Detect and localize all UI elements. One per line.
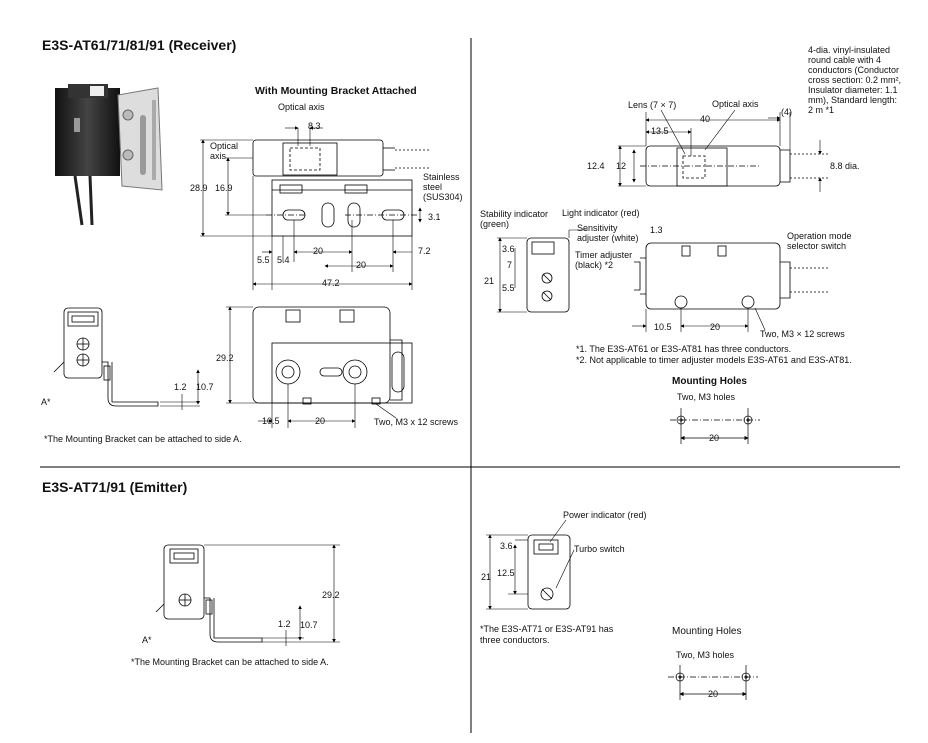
emitter-mounting-holes-dim: 20 — [708, 689, 719, 699]
dim-10-5: 10.5 — [262, 416, 280, 426]
product-photo — [55, 84, 163, 226]
screws-label-r: Two, M3 × 12 screws — [760, 329, 845, 339]
dim-12-5-e: 12.5 — [497, 568, 515, 578]
receiver-body-top-view — [640, 145, 830, 187]
mounting-holes-dim: 20 — [709, 433, 720, 443]
mounting-holes-title: Mounting Holes — [672, 376, 747, 387]
dim-1-3: 1.3 — [650, 225, 663, 235]
turbo-switch-label: Turbo switch — [574, 544, 625, 554]
dim-29-2: 29.2 — [216, 353, 234, 363]
dim-8-3: 8.3 — [308, 121, 321, 131]
receiver-note-2: *2. Not applicable to timer adjuster mod… — [576, 355, 852, 365]
dim-16-9: 16.9 — [215, 183, 233, 193]
dim-10-5-r: 10.5 — [654, 322, 672, 332]
stability-label: Stability indicator (green) — [480, 209, 549, 229]
emitter-title: E3S-AT71/91 (Emitter) — [42, 479, 188, 495]
dim-7: 7 — [507, 260, 513, 270]
screws-label: Two, M3 x 12 screws — [374, 417, 459, 427]
dim-3-6: 3.6 — [502, 244, 515, 254]
operation-mode-label: Operation mode selector switch — [787, 231, 852, 251]
dim-5-5: 5.5 — [257, 255, 270, 265]
dim-47-2: 47.2 — [322, 278, 340, 288]
dim-20-b: 20 — [356, 260, 367, 270]
dim-10-7: 10.7 — [196, 382, 214, 392]
optical-axis-label: Optical axis — [278, 102, 325, 112]
timer-label: Timer adjuster (black) *2 — [575, 250, 633, 270]
dim-29-2-e: 29.2 — [322, 590, 340, 600]
dim-4: (4) — [781, 107, 792, 117]
power-indicator-label: Power indicator (red) — [563, 510, 647, 520]
dim-1-2-e: 1.2 — [278, 619, 291, 629]
dim-13-5: 13.5 — [651, 126, 669, 136]
dim-8-8: 8.8 dia. — [830, 161, 860, 171]
a-star-label: A* — [41, 397, 51, 407]
emitter-footnote: *The Mounting Bracket can be attached to… — [131, 657, 329, 667]
receiver-bracket-front-view — [252, 306, 413, 405]
emitter-note: *The E3S-AT71 or E3S-AT91 has three cond… — [480, 624, 614, 645]
dim-20-c: 20 — [315, 416, 326, 426]
dim-5-4: 5.4 — [277, 255, 290, 265]
dim-40: 40 — [700, 114, 711, 124]
emitter-bracket-side-view — [155, 544, 263, 643]
dim-12-4: 12.4 — [587, 161, 605, 171]
optical-axis-right: Optical axis — [712, 99, 759, 109]
receiver-note-1: *1. The E3S-AT61 or E3S-AT81 has three c… — [576, 344, 792, 354]
bracket-heading: With Mounting Bracket Attached — [255, 85, 417, 97]
cable-note: 4-dia. vinyl-insulated round cable with … — [808, 45, 902, 115]
stainless-label: Stainless steel (SUS304) — [423, 172, 463, 202]
optical-axis-side-label: Optical axis — [210, 141, 239, 161]
emitter-body-side-view — [527, 534, 571, 610]
light-label: Light indicator (red) — [562, 208, 640, 218]
dim-20-a: 20 — [313, 246, 324, 256]
dim-3-6-e: 3.6 — [500, 541, 513, 551]
sensitivity-label: Sensitivity adjuster (white) — [577, 223, 639, 243]
dim-12: 12 — [616, 161, 627, 171]
dim-3-1: 3.1 — [428, 212, 441, 222]
emitter-mounting-holes-title: Mounting Holes — [672, 626, 742, 637]
receiver-mounting-holes — [670, 408, 760, 444]
dim-28-9: 28.9 — [190, 183, 208, 193]
receiver-body-front-view — [634, 242, 828, 310]
emitter-mounting-holes — [668, 665, 758, 700]
mounting-holes-sub: Two, M3 holes — [677, 392, 736, 402]
dim-10-7-e: 10.7 — [300, 620, 318, 630]
receiver-bracket-top-view — [252, 139, 430, 237]
dim-5-5-r: 5.5 — [502, 283, 515, 293]
dim-21: 21 — [484, 276, 495, 286]
receiver-footnote: *The Mounting Bracket can be attached to… — [44, 434, 242, 444]
dim-1-2: 1.2 — [174, 382, 187, 392]
a-star-label-e: A* — [142, 635, 152, 645]
dim-21-e: 21 — [481, 572, 492, 582]
receiver-body-side-view — [526, 237, 570, 313]
emitter-mounting-holes-sub: Two, M3 holes — [676, 650, 735, 660]
dim-7-2: 7.2 — [418, 246, 431, 256]
receiver-title: E3S-AT61/71/81/91 (Receiver) — [42, 37, 237, 53]
lens-label: Lens (7 × 7) — [628, 100, 677, 110]
dim-20-r: 20 — [710, 322, 721, 332]
receiver-bracket-side-view — [53, 307, 159, 407]
